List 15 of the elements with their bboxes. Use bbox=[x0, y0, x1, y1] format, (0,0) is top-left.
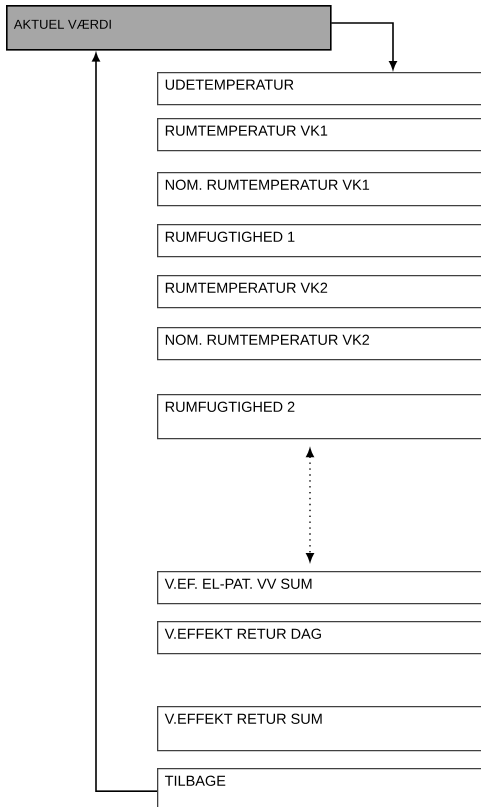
menu-item-box: RUMFUGTIGHED 2 bbox=[157, 394, 481, 440]
menu-item-box: RUMTEMPERATUR VK1 bbox=[157, 118, 481, 152]
menu-item-box: NOM. RUMTEMPERATUR VK1 bbox=[157, 172, 481, 206]
arrow bbox=[332, 22, 397, 70]
menu-item-box: UDETEMPERATUR bbox=[157, 72, 481, 106]
menu-item-box: RUMFUGTIGHED 1 bbox=[157, 224, 481, 258]
menu-item-box: NOM. RUMTEMPERATUR VK2 bbox=[157, 327, 481, 360]
menu-header-box: AKTUEL VÆRDI bbox=[6, 5, 332, 51]
arrow bbox=[92, 52, 157, 792]
menu-item-box: V.EFFEKT RETUR SUM bbox=[157, 706, 481, 752]
arrow bbox=[306, 448, 314, 562]
menu-item-box: TILBAGE bbox=[157, 768, 481, 807]
menu-item-box: RUMTEMPERATUR VK2 bbox=[157, 275, 481, 308]
menu-item-box: V.EFFEKT RETUR DAG bbox=[157, 621, 481, 654]
menu-item-box: V.EF. EL-PAT. VV SUM bbox=[157, 571, 481, 604]
